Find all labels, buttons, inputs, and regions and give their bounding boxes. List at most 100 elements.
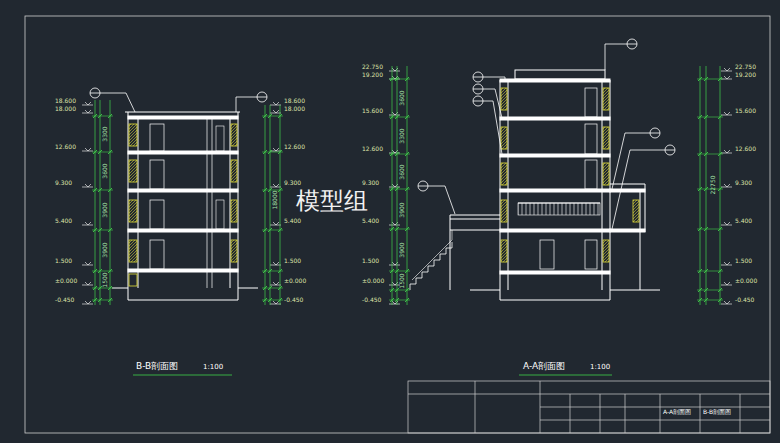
- elevation-label: 5.400: [55, 218, 72, 224]
- mark-line: [727, 68, 730, 71]
- elevation-label: ±0.000: [284, 278, 306, 284]
- mark-line: [280, 105, 281, 305]
- mark-line: [98, 228, 102, 232]
- title-underlines: [133, 375, 612, 376]
- mark-line: [85, 301, 88, 304]
- mark-line: [108, 298, 112, 302]
- mark-line: [704, 115, 708, 119]
- mark-line: [718, 77, 722, 81]
- mark-line: [88, 301, 91, 304]
- aa-section-part: [500, 229, 610, 232]
- mark-line: [395, 222, 398, 225]
- mark-line: [698, 152, 702, 156]
- mark-line: [390, 77, 394, 81]
- section-title: B-B剖面图: [136, 362, 178, 371]
- mark-line: [100, 100, 101, 305]
- bb-callouts: [90, 88, 267, 112]
- aa-section-part: [585, 240, 597, 269]
- bb-windows-part: [231, 240, 237, 262]
- mark-line: [392, 301, 395, 304]
- mark-line: [706, 66, 707, 305]
- bb-section-part: [150, 240, 164, 269]
- mark-line: [405, 115, 409, 119]
- mark-line: [263, 228, 267, 232]
- mark-line: [704, 269, 708, 273]
- mark-line: [724, 112, 727, 115]
- mark-line: [93, 188, 97, 192]
- mark-line: [85, 184, 88, 187]
- bb-callouts-part: [236, 97, 257, 112]
- mark-line: [88, 282, 91, 285]
- mark-line: [390, 115, 394, 119]
- aa-callouts-part: [418, 186, 455, 214]
- mark-line: [276, 222, 279, 225]
- elevation-label: 18.600: [55, 98, 76, 104]
- elevation-label: 22.750: [362, 64, 383, 70]
- mark-line: [395, 282, 398, 285]
- bb-section-part: [128, 189, 238, 192]
- aa-callouts-part: [605, 44, 637, 70]
- mark-line: [395, 298, 399, 302]
- elevation-label: 18.000: [55, 106, 76, 112]
- mark-line: [405, 152, 409, 156]
- mark-line: [395, 77, 399, 81]
- bb-section-part: [128, 116, 238, 119]
- elevation-label: 19.200: [735, 72, 756, 78]
- mark-line: [700, 66, 701, 305]
- mark-line: [724, 68, 727, 71]
- dimension-marks: [82, 66, 732, 305]
- aa-windows: [501, 88, 639, 262]
- dimension-label: 3900: [102, 242, 108, 257]
- mark-line: [392, 184, 395, 187]
- title-block-part: [408, 381, 770, 433]
- bb-callouts-part: [257, 97, 267, 98]
- mark-line: [727, 262, 730, 265]
- title-underlines-part: [133, 375, 612, 376]
- bb-windows-part: [231, 124, 237, 146]
- bb-section: [112, 112, 258, 300]
- mark-line: [405, 187, 409, 191]
- aa-section-part: [470, 290, 660, 300]
- section-title: A-A剖面图: [523, 362, 565, 371]
- mark-line: [718, 298, 722, 302]
- mark-line: [395, 152, 399, 156]
- mark-line: [88, 184, 91, 187]
- elevation-label: 15.600: [735, 108, 756, 114]
- mark-line: [263, 188, 267, 192]
- mark-line: [704, 187, 708, 191]
- mark-line: [704, 227, 708, 231]
- aa-callouts-part: [612, 133, 660, 189]
- elevation-label: 1.500: [284, 258, 301, 264]
- dimension-label: 3600: [399, 164, 405, 179]
- dimension-label: 3600: [102, 163, 108, 178]
- mark-line: [727, 112, 730, 115]
- elevation-label: 9.300: [284, 180, 301, 186]
- mark-line: [273, 222, 276, 225]
- aa-windows-part: [501, 127, 507, 149]
- elevation-label: 12.600: [362, 146, 383, 152]
- aa-section-part: [500, 189, 610, 192]
- dimension-label: 1500: [399, 273, 405, 288]
- mark-line: [724, 150, 727, 153]
- mark-line: [727, 184, 730, 187]
- mark-line: [278, 114, 282, 118]
- mark-line: [407, 66, 408, 305]
- mark-line: [727, 301, 730, 304]
- mark-line: [395, 227, 399, 231]
- aa-section-part: [500, 271, 610, 274]
- elevation-label: 5.400: [735, 218, 752, 224]
- mark-line: [110, 100, 111, 305]
- mark-line: [727, 222, 730, 225]
- mark-line: [395, 68, 398, 71]
- mark-line: [108, 150, 112, 154]
- mark-line: [704, 152, 708, 156]
- elevation-label: ±0.000: [362, 278, 384, 284]
- mark-line: [265, 105, 266, 305]
- elevation-label: 19.200: [362, 72, 383, 78]
- mark-line: [273, 282, 276, 285]
- bb-windows-part: [129, 124, 137, 146]
- mark-line: [392, 68, 395, 71]
- elevation-label: 1.500: [362, 258, 379, 264]
- mark-line: [724, 262, 727, 265]
